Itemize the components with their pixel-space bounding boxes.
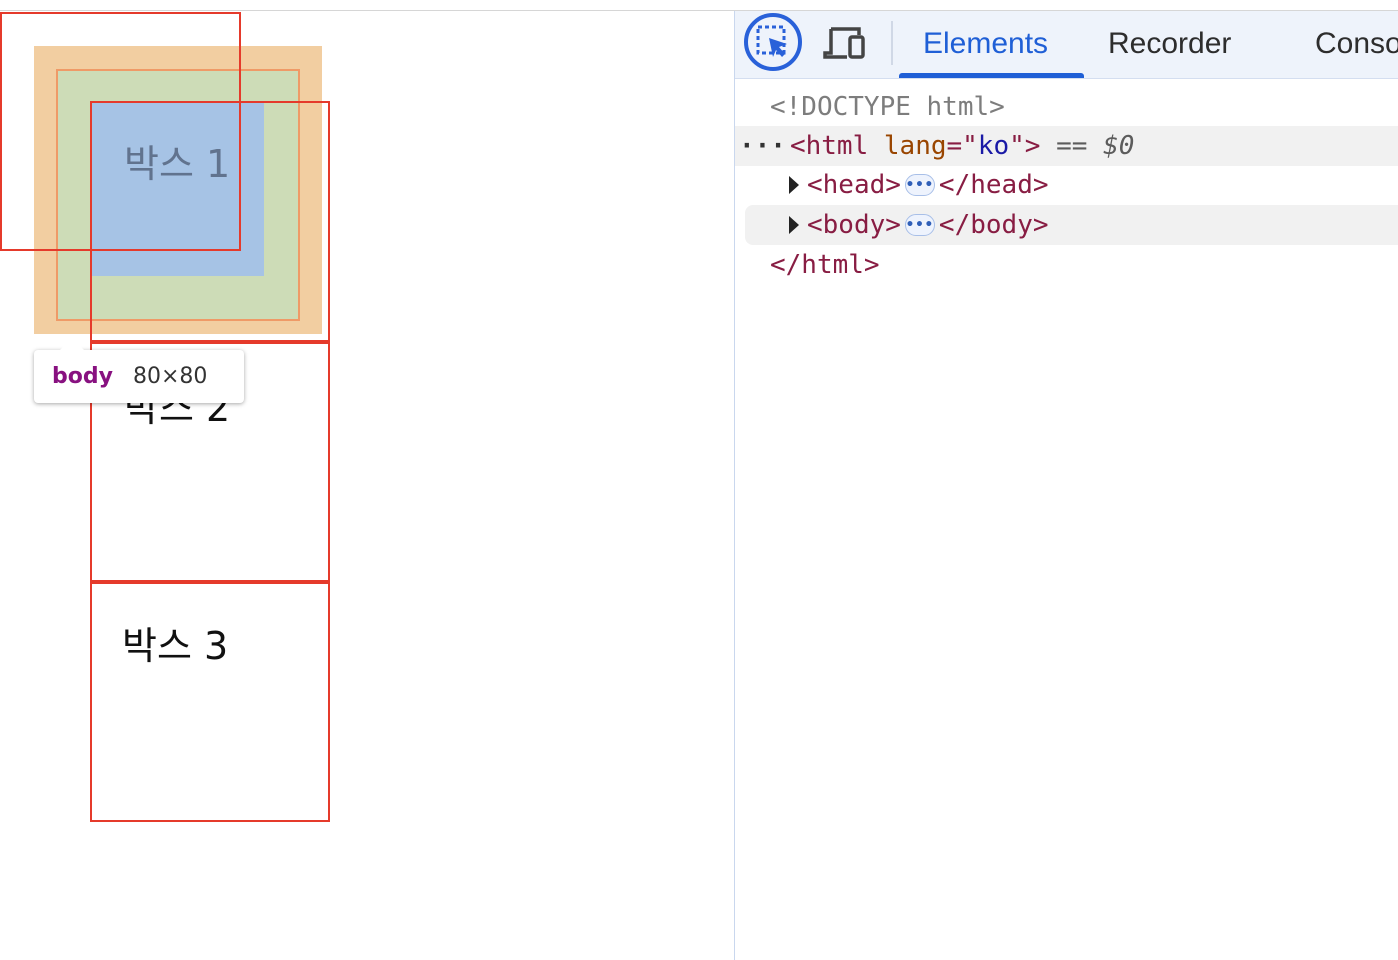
dom-line-body[interactable]: <body> ••• </body> — [745, 205, 1398, 245]
border-highlight — [56, 69, 300, 321]
head-close-tag: </head> — [938, 170, 1049, 200]
inspect-element-button[interactable] — [744, 13, 802, 71]
page-viewport[interactable]: 박스 1 박스 2 박스 3 body 80×80 — [0, 11, 734, 960]
devtools-panel: Elements Recorder Console <!DOCTYPE html… — [734, 11, 1398, 960]
box-3-label: 박스 3 — [122, 624, 229, 668]
device-toolbar-button[interactable] — [823, 25, 867, 61]
body-close-tag: </body> — [938, 210, 1049, 240]
inspect-tooltip: body 80×80 — [34, 338, 244, 403]
device-toolbar-icon — [823, 27, 865, 59]
expand-triangle-icon[interactable] — [789, 176, 799, 194]
html-attr-name: lang — [883, 131, 947, 161]
head-open-tag: <head> — [807, 170, 901, 200]
dom-line-doctype[interactable]: <!DOCTYPE html> — [735, 87, 1398, 127]
dom-line-head[interactable]: <head> ••• </head> — [735, 165, 1398, 205]
html-close-tag: </html> — [770, 250, 880, 280]
collapsed-content-icon[interactable]: ••• — [904, 214, 935, 236]
expand-triangle-icon[interactable] — [789, 216, 799, 234]
dom-line-html[interactable]: ··· <html lang="ko"> == $0 — [735, 126, 1398, 166]
browser-top-border — [0, 0, 1398, 11]
devtools-toolbar: Elements Recorder Console — [735, 11, 1398, 79]
html-attr-value: ko — [977, 131, 1010, 161]
active-tab-indicator — [899, 73, 1084, 78]
collapsed-content-icon[interactable]: ••• — [904, 174, 935, 196]
outline-box-2[interactable] — [90, 101, 330, 342]
tooltip-size: 80×80 — [132, 364, 208, 389]
tab-recorder[interactable]: Recorder — [1108, 27, 1232, 60]
dom-line-html-close[interactable]: </html> — [735, 245, 1398, 285]
outline-box-3[interactable] — [90, 342, 330, 582]
outline-box-1[interactable] — [0, 12, 241, 251]
tooltip-tag: body — [52, 364, 113, 389]
html-open-tag: <html — [789, 131, 869, 161]
selected-marker: == $0 — [1056, 131, 1135, 161]
tab-elements[interactable]: Elements — [923, 27, 1049, 60]
tab-console[interactable]: Console — [1315, 27, 1398, 60]
html-attr-close: "> — [1009, 131, 1041, 161]
box-1-label: 박스 1 — [124, 142, 231, 186]
toolbar-separator — [891, 21, 893, 65]
body-open-tag: <body> — [807, 210, 901, 240]
doctype-text: <!DOCTYPE html> — [770, 92, 1005, 122]
content-highlight — [90, 101, 264, 276]
outline-box-4[interactable] — [90, 582, 330, 822]
inspect-element-icon — [756, 25, 787, 57]
html-attr-eq: =" — [946, 131, 978, 161]
more-options-icon[interactable]: ··· — [739, 131, 786, 161]
